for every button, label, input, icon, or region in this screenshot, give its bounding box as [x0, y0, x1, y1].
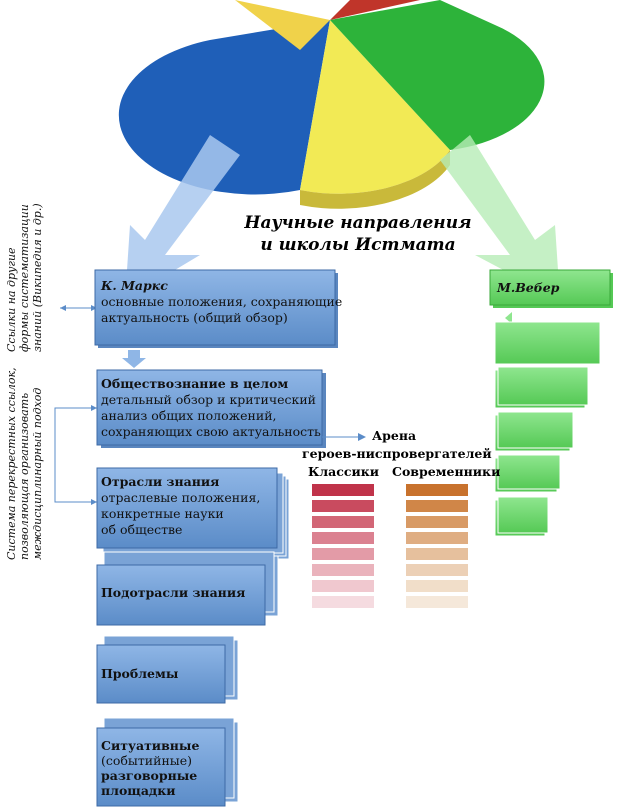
branches-box: Отрасли знания отраслевые положения, кон… [101, 474, 260, 538]
social-text-1: детальный обзор и критический [101, 392, 316, 407]
pie-slice-blue [118, 20, 330, 195]
diagram-title: Научные направления и школы Истмата [238, 212, 478, 256]
branches-text-2: конкретные науки [101, 506, 224, 521]
marx-title: К. Маркс [101, 278, 168, 293]
marx-text-2: актуальность (общий обзор) [101, 310, 288, 325]
title-line-1: Научные направления [244, 213, 472, 233]
branches-text-3: об обществе [101, 522, 183, 537]
pie-chart-graphic [118, 0, 545, 209]
marx-box: К. Маркс основные положения, сохраняющие… [101, 278, 342, 326]
situational-line-2: (событийные) [101, 753, 193, 768]
marx-text-1: основные положения, сохраняющие [101, 294, 343, 309]
side-label-outer-1: Ссылки на другие [5, 247, 18, 352]
pie-slice-green [330, 0, 545, 150]
situational-line-3: разговорные [101, 768, 198, 783]
classics-bars [312, 484, 374, 608]
side-label-inner-2: позволяющая организовать [18, 392, 31, 560]
blue-stack-shadows [94, 269, 366, 807]
problems-title: Проблемы [101, 666, 179, 681]
pie-slice-red [330, 0, 420, 20]
green-arrow [440, 135, 560, 300]
situational-box: Ситуативные (событийные) разговорные пло… [101, 738, 199, 798]
subbranches-box: Подотрасли знания [101, 585, 245, 601]
side-label-outer-3: знаний (Википедия и др.) [31, 203, 44, 352]
social-box: Обществознание в целом детальный обзор и… [101, 376, 321, 440]
problems-box: Проблемы [101, 666, 178, 682]
branches-title: Отрасли знания [101, 474, 220, 489]
green-stack [489, 269, 613, 537]
arena-subtitle: героев-ниспровергателей [302, 446, 492, 461]
side-label-inner-1: Система перекрестных ссылок, [5, 367, 18, 560]
subbranches-title: Подотрасли знания [101, 585, 246, 600]
pie-slice-top-yellow [235, 0, 330, 50]
side-label-inner-3: междисциплинарный подход [31, 387, 44, 560]
classics-label: Классики [308, 464, 380, 479]
moderns-bars [406, 484, 468, 608]
arena-title: Арена [372, 428, 417, 443]
side-label-outer-2: формы систематизации [18, 204, 31, 352]
pie-slice-yellow [300, 20, 450, 194]
social-text-3: сохраняющих свою актуальность [101, 424, 321, 439]
social-text-2: анализ общих положений, [101, 408, 277, 423]
branches-text-1: отраслевые положения, [101, 490, 261, 505]
title-line-2: и школы Истмата [260, 235, 456, 255]
situational-line-4: площадки [101, 783, 176, 798]
blue-arrow [125, 135, 240, 300]
weber-title: М.Вебер [497, 280, 560, 295]
social-title: Обществознание в целом [101, 376, 289, 391]
situational-line-1: Ситуативные [101, 738, 200, 753]
moderns-label: Современники [392, 464, 501, 479]
